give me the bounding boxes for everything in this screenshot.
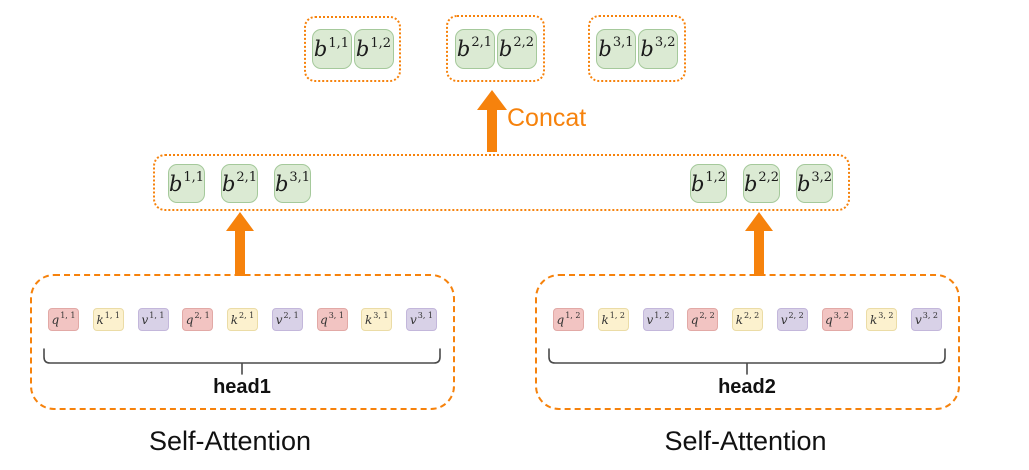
head1-label: head1 [213, 376, 271, 398]
head1-brace [43, 348, 441, 375]
concat-arrow-icon [477, 90, 507, 152]
concat-label: Concat [507, 104, 587, 132]
self-attention-caption-1: Self-Attention [148, 426, 312, 456]
self-attention-caption-2: Self-Attention [664, 426, 827, 456]
head1-up-arrow-icon [226, 212, 254, 276]
head2-brace [548, 348, 946, 375]
head2-up-arrow-icon [745, 212, 773, 276]
head2-label: head2 [718, 376, 776, 398]
